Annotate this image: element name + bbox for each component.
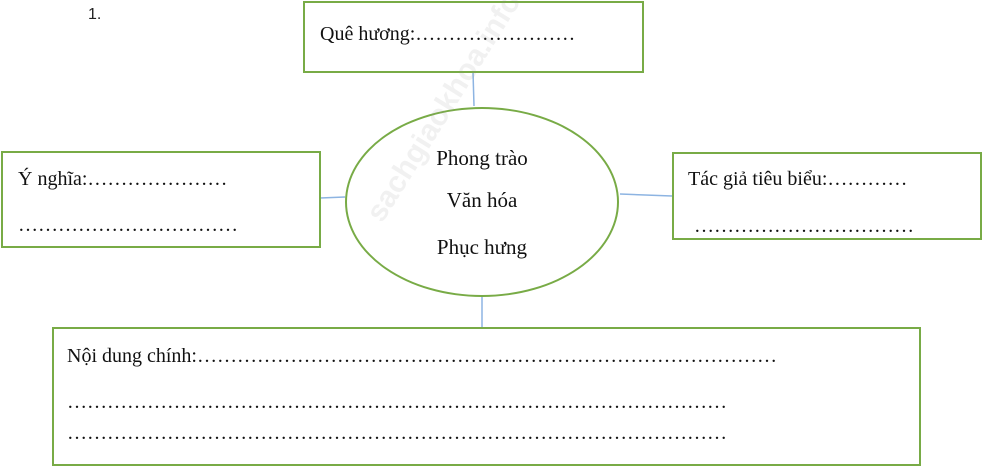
center-line2: Văn hóa	[446, 188, 518, 212]
y-nghia-box: Ý nghĩa:………………… ……………………………	[1, 151, 321, 248]
y-nghia-line1: Ý nghĩa:…………………	[18, 168, 228, 190]
center-line1: Phong trào	[436, 146, 528, 170]
que-huong-text: Quê hương:……………………	[320, 23, 576, 45]
center-ellipse	[345, 107, 619, 297]
connector-top	[472, 71, 475, 107]
noi-dung-box: Nội dung chính:……………………………………………………………………	[52, 327, 921, 466]
tac-gia-box: Tác giả tiêu biểu:………… ……………………………	[672, 152, 982, 240]
noi-dung-line1: Nội dung chính:……………………………………………………………………	[67, 345, 777, 367]
connector-left	[319, 196, 346, 199]
connector-right	[619, 193, 673, 197]
que-huong-box: Quê hương:……………………	[303, 1, 644, 73]
tac-gia-line1: Tác giả tiêu biểu:…………	[688, 168, 908, 190]
tac-gia-line2: ……………………………	[694, 215, 914, 237]
question-number: 1.	[88, 6, 102, 23]
center-line3: Phục hưng	[436, 235, 528, 259]
y-nghia-line2: ……………………………	[18, 214, 238, 236]
noi-dung-line3: ………………………………………………………………………………………	[67, 422, 727, 444]
noi-dung-line2: ………………………………………………………………………………………	[67, 391, 727, 413]
